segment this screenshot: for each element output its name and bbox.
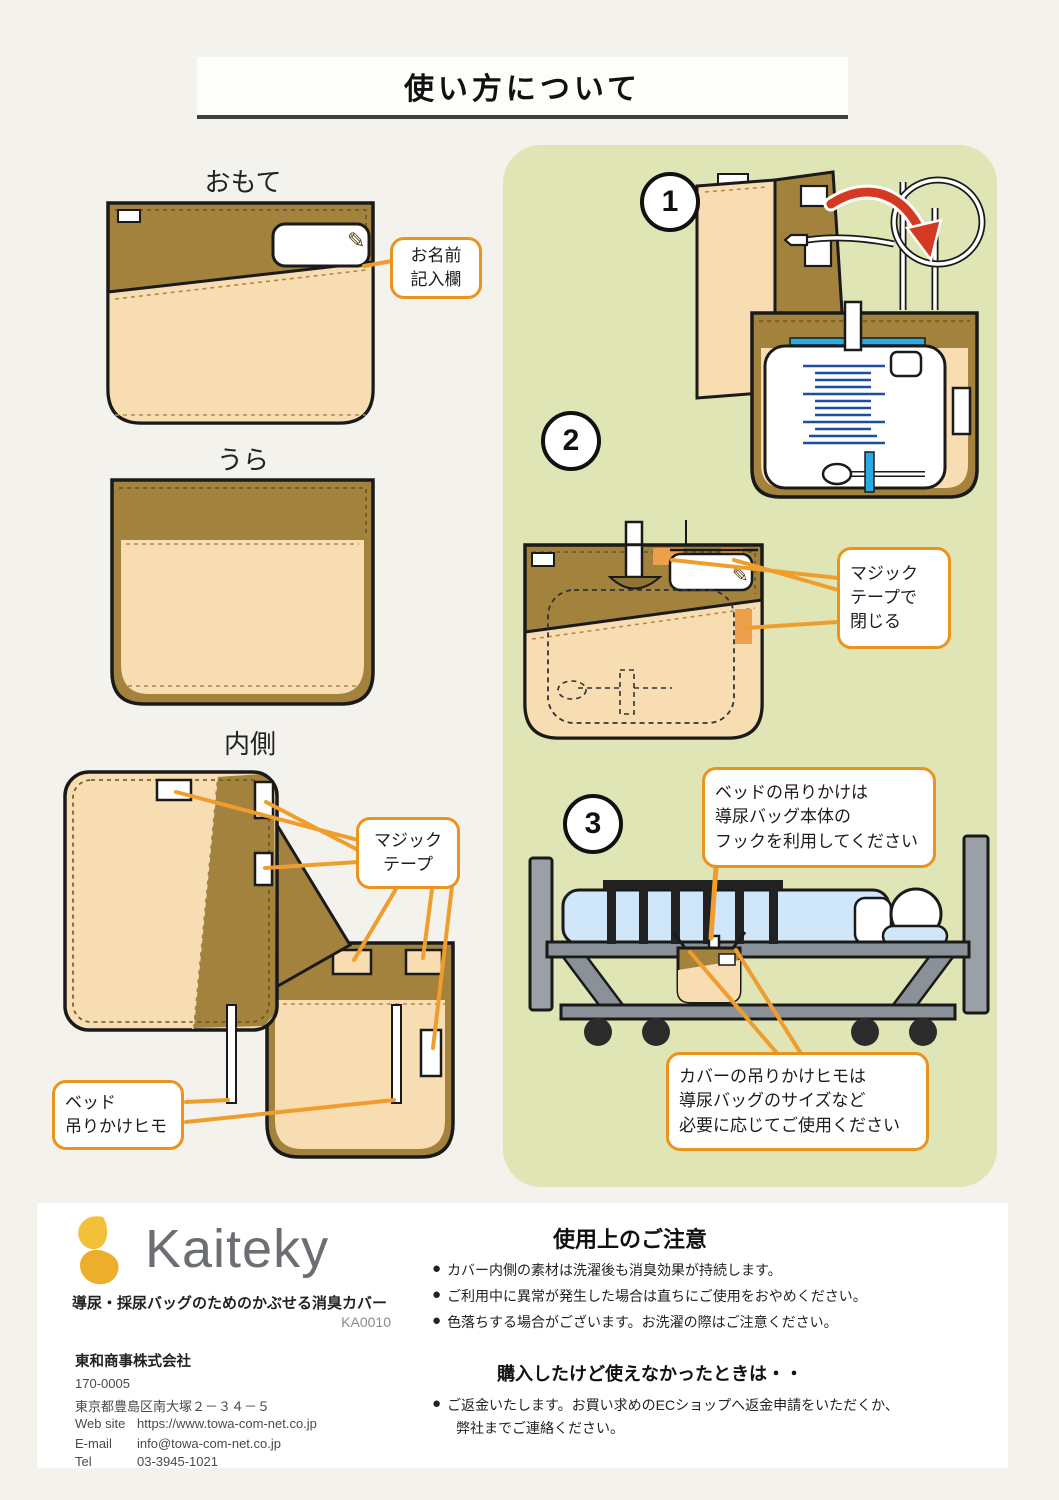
refund-line: ● ご返金いたします。お買い求めのECショップへ返金申請をいただくか、 [432,1395,899,1413]
product-name: 導尿・採尿バッグのためのかぶせる消臭カバー [72,1295,388,1312]
contact-web: Web site https://www.towa-com-net.co.jp [75,1416,317,1431]
step-1-number: 1 [640,172,700,232]
callout-bed-hook: ベッドの吊りかけは 導尿バッグ本体の フックを利用してください [702,767,936,868]
bullet-icon: ● [432,1395,442,1412]
step-3-number: 3 [563,794,623,854]
step-2-illustration: ✎ [523,520,764,740]
step-2-number: 2 [541,411,601,471]
notice-item: ● ご利用中に異常が発生した場合は直ちにご使用をおやめください。 [432,1286,867,1304]
front-view-diagram: ✎ [106,201,375,425]
step-1-illustration [695,170,986,499]
notice-item: ● カバー内側の素材は洗濯後も消臭効果が持続します。 [432,1260,782,1278]
company-address: 東京都豊島区南大塚２－３４－５ [75,1399,271,1414]
back-view-diagram [110,478,375,706]
contact-email: E-mail info@towa-com-net.co.jp [75,1436,281,1451]
callout-cover-strap: カバーの吊りかけヒモは 導尿バッグのサイズなど 必要に応じてご使用ください [666,1052,929,1151]
bullet-icon: ● [432,1312,442,1329]
refund-line: 弊社までご連絡ください。 [456,1420,624,1436]
callout-name-field: お名前 記入欄 [390,237,482,299]
back-view-label: うら [216,445,269,475]
notice-item: ● 色落ちする場合がございます。お洗濯の際はご注意ください。 [432,1312,838,1330]
website-url: https://www.towa-com-net.co.jp [137,1416,317,1431]
page-title: 使い方について [403,73,642,106]
pencil-icon: ✎ [347,228,365,253]
usage-notice-title: 使用上のご注意 [552,1227,707,1252]
brand-logo-text: Kaiteky [145,1219,330,1279]
bullet-icon: ● [432,1286,442,1303]
callout-bed-strap: ベッド 吊りかけヒモ [52,1080,184,1150]
email-address: info@towa-com-net.co.jp [137,1436,281,1451]
phone-number: 03-3945-1021 [137,1454,218,1469]
contact-tel: Tel 03-3945-1021 [75,1454,218,1469]
inside-view-label: 内側 [223,729,276,759]
callout-velcro-close: マジック テープで 閉じる [837,547,951,649]
footer-panel [37,1203,1008,1468]
product-code: KA0010 [341,1314,391,1330]
callout-velcro-tape: マジック テープ [356,817,460,889]
refund-title: 購入したけど使えなかったときは・・ [497,1364,803,1384]
company-name: 東和商事株式会社 [75,1354,191,1370]
bullet-icon: ● [432,1260,442,1277]
pencil-icon: ✎ [732,565,749,587]
postal-code: 170-0005 [75,1376,130,1391]
page-title-band: 使い方について [197,57,848,119]
front-view-label: おもて [204,167,282,197]
kaiteky-butterfly-icon [78,1216,119,1285]
